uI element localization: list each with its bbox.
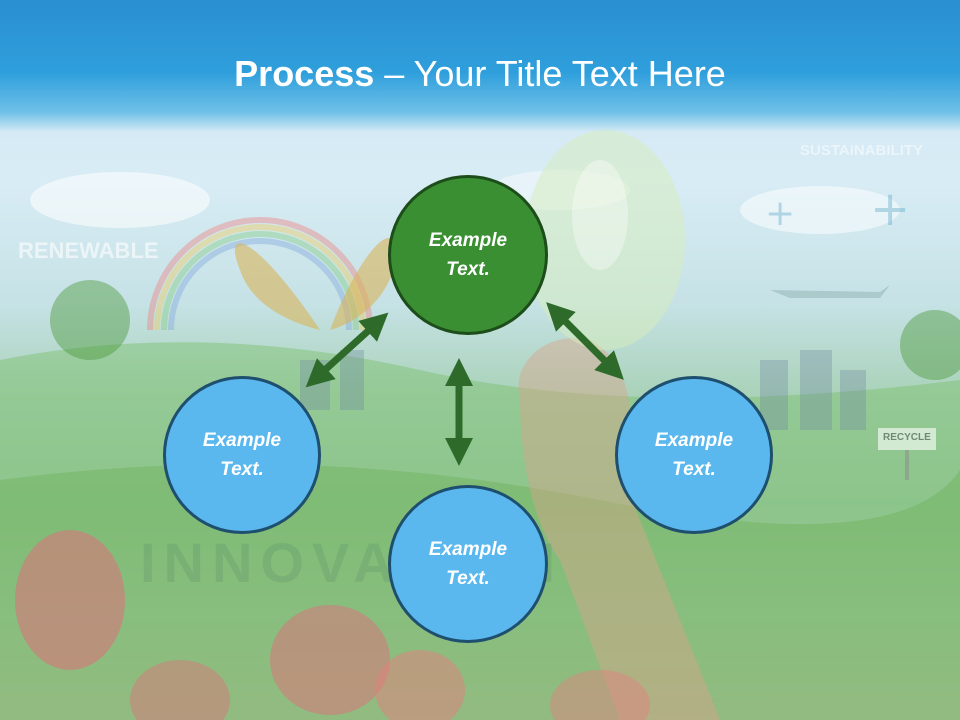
background-word-recycle: RECYCLE <box>883 432 931 443</box>
header-band <box>0 0 960 132</box>
node-left-line1: Example <box>202 430 282 451</box>
title-bold: Process <box>234 53 375 94</box>
node-bottom-line2: Text. <box>446 568 490 589</box>
background-word-sustainability: SUSTAINABILITY <box>800 142 924 159</box>
node-right-line1: Example <box>654 430 734 451</box>
title-rest: – Your Title Text Here <box>374 53 726 94</box>
background-word-renewable: RENEWABLE <box>18 238 159 263</box>
node-bottom-line1: Example <box>428 539 508 560</box>
node-left-line2: Text. <box>220 459 264 480</box>
node-top-line2: Text. <box>446 259 490 280</box>
svg-text:+: + <box>870 181 910 237</box>
svg-text:+: + <box>765 193 795 234</box>
slide-title: Process – Your Title Text Here <box>0 50 960 98</box>
node-top-line1: Example <box>428 230 508 251</box>
node-right-line2: Text. <box>672 459 716 480</box>
